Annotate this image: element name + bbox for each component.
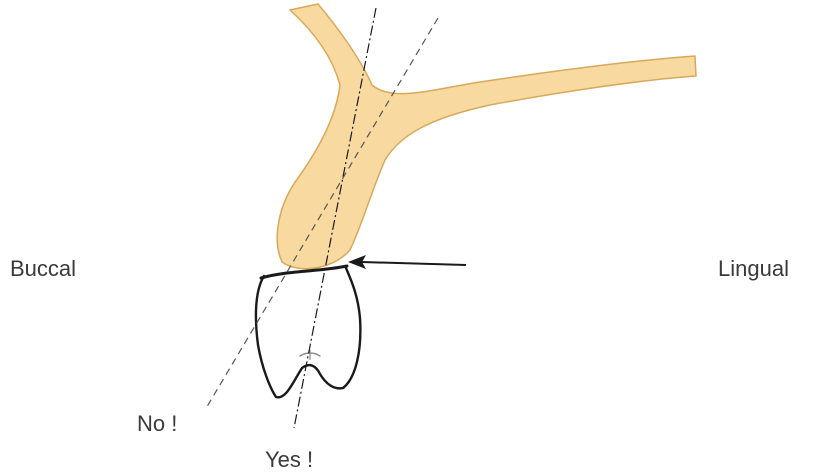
yes-label: Yes ! [265,449,313,471]
bone-structure [277,4,696,269]
tooth-outline [256,268,360,397]
pointer-arrow-shaft [362,262,466,265]
lingual-label: Lingual [718,258,789,280]
buccal-label: Buccal [10,258,76,280]
no-label: No ! [137,413,177,435]
no-axis-line [205,18,438,410]
